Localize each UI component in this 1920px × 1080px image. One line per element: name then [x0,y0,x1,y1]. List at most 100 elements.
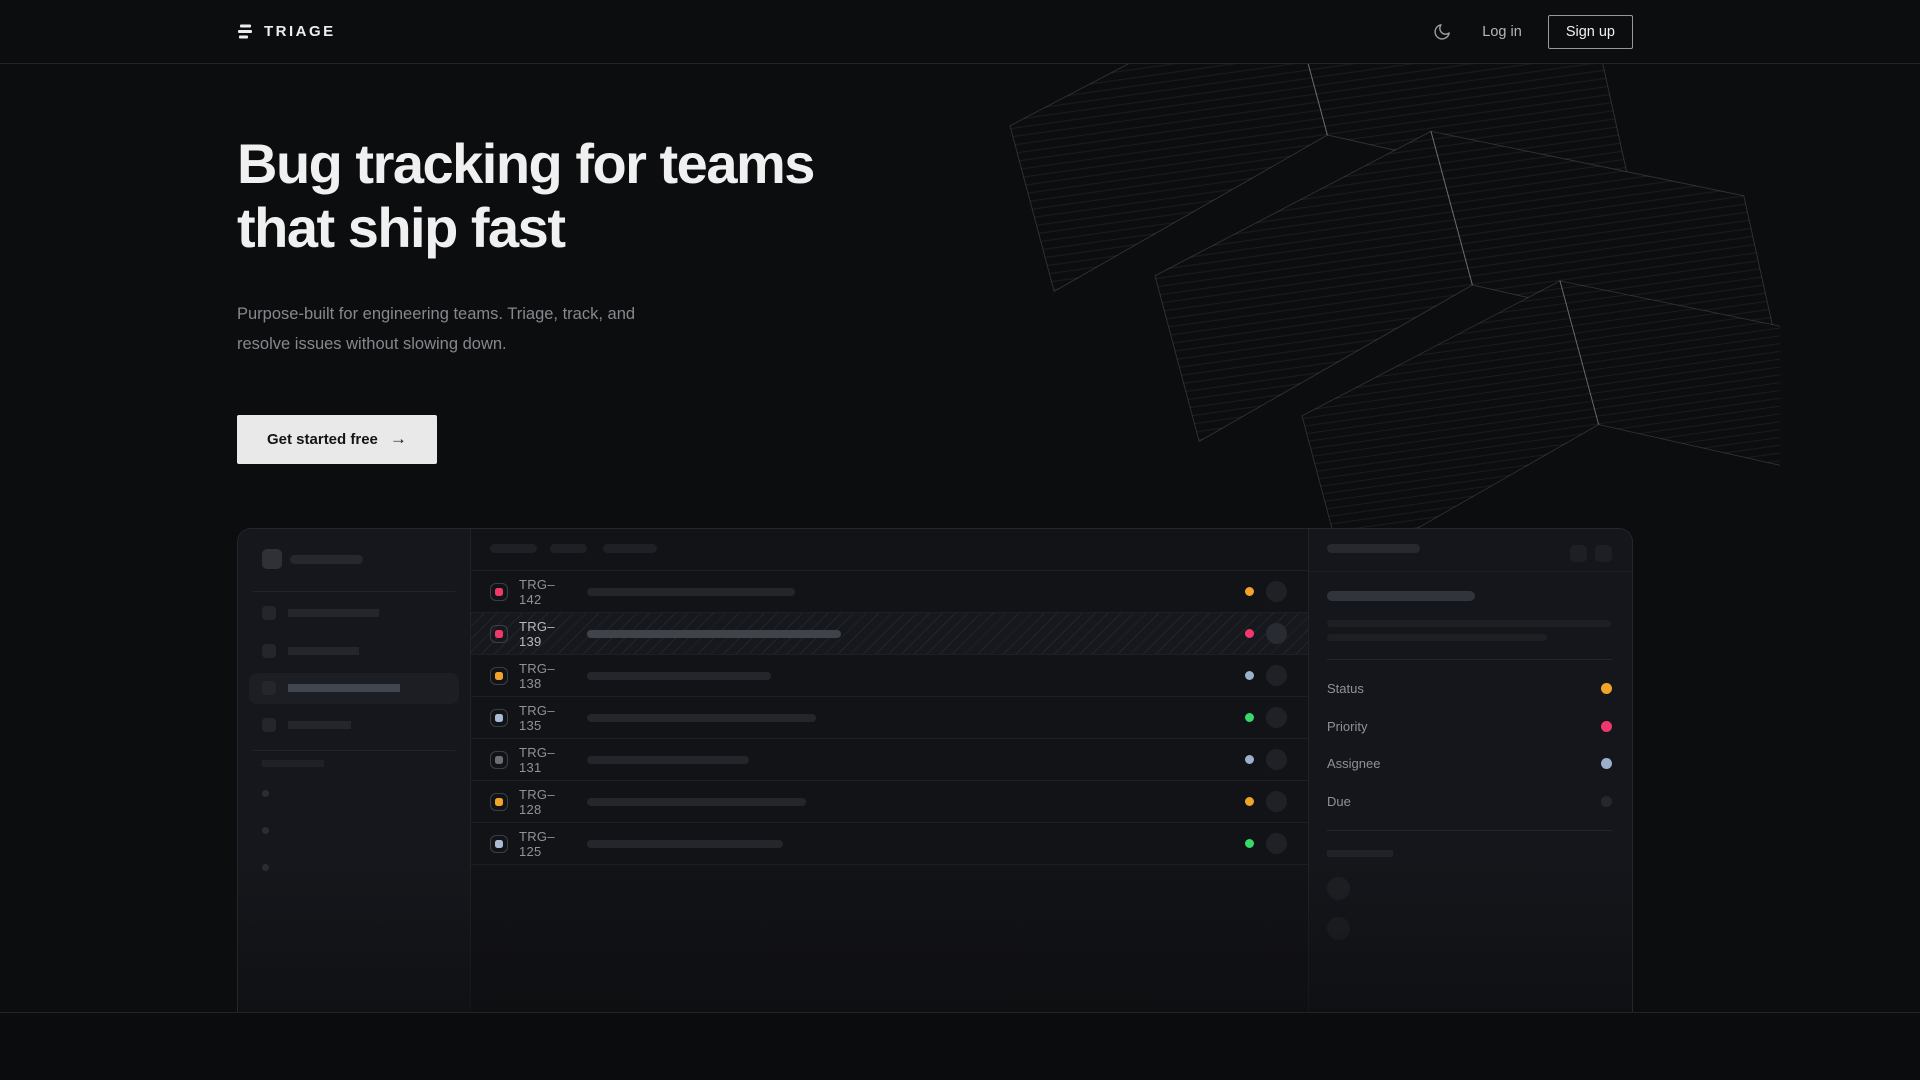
issue-status-dot [1245,713,1254,722]
issue-row[interactable]: TRG–138 [471,655,1308,697]
issue-status-dot [1245,671,1254,680]
issue-row[interactable]: TRG–125 [471,823,1308,865]
mock-sidebar [238,529,471,1012]
detail-description-skeleton [1327,634,1547,641]
issue-id: TRG–128 [519,786,555,817]
issue-id: TRG–125 [519,828,555,859]
assignee-avatar [1266,791,1287,812]
issue-row[interactable]: TRG–139 [471,613,1308,655]
detail-field-row: Status [1327,670,1612,708]
app-preview: TRG–142 TRG–139 TRG–138 TRG–135 TRG–131 … [237,528,1633,1012]
hero-subtitle: Purpose-built for engineering teams. Tri… [237,304,636,353]
arrow-right-icon: → [389,429,407,449]
issue-list: TRG–142 TRG–139 TRG–138 TRG–135 TRG–131 … [471,571,1308,865]
issue-status-dot [1245,839,1254,848]
issue-id: TRG–142 [519,576,555,607]
get-started-button[interactable]: Get started free → [237,414,437,464]
detail-field-row: Due [1327,783,1612,821]
list-tab-skeleton [550,544,587,553]
sidebar-item-icon-skeleton [262,681,276,695]
theme-toggle-button[interactable] [1428,18,1456,46]
assignee-avatar [1266,749,1287,770]
issue-title-skeleton [587,797,806,806]
detail-field-row: Priority [1327,708,1612,746]
field-label: Status [1327,681,1364,697]
workspace-icon-skeleton [262,549,282,569]
list-header [471,529,1308,571]
detail-action-button[interactable] [1570,545,1587,562]
issue-type-icon [490,792,508,811]
list-tab-skeleton [490,544,537,553]
issue-row[interactable]: TRG–131 [471,739,1308,781]
issue-row[interactable]: TRG–135 [471,697,1308,739]
detail-title-skeleton [1327,591,1475,601]
issue-status-dot [1245,629,1254,638]
issue-title-skeleton [587,755,749,764]
workspace-name-skeleton [290,555,363,564]
issue-list-panel: TRG–142 TRG–139 TRG–138 TRG–135 TRG–131 … [471,529,1308,1012]
detail-fields: Status Priority Assignee Due [1327,670,1612,820]
detail-action-button[interactable] [1595,545,1612,562]
sidebar-item-icon-skeleton [262,718,276,732]
detail-header [1309,529,1632,572]
sidebar-active-item-skeleton [288,684,400,692]
detail-field-row: Assignee [1327,745,1612,783]
issue-type-icon [490,582,508,601]
issue-title-skeleton [587,839,783,848]
sidebar-item-skeleton [288,647,359,655]
sidebar-divider [253,591,455,592]
assignee-avatar [1266,581,1287,602]
issue-id: TRG–138 [519,660,555,691]
issue-row[interactable]: TRG–128 [471,781,1308,823]
detail-divider [1327,659,1612,660]
login-link[interactable]: Log in [1482,23,1522,40]
sidebar-dot-skeleton [262,827,269,834]
issue-detail-panel: Status Priority Assignee Due [1308,529,1632,1012]
triage-logo-icon [238,24,252,39]
issue-title-skeleton [587,713,816,722]
field-label: Assignee [1327,756,1381,772]
detail-breadcrumb-skeleton [1327,544,1420,553]
field-value-dot [1601,758,1612,770]
issue-type-icon [490,624,508,643]
sidebar-item-icon-skeleton [262,644,276,658]
issue-type-icon [490,708,508,727]
assignee-avatar [1266,707,1287,728]
issue-row[interactable]: TRG–142 [471,571,1308,613]
issue-status-dot [1245,755,1254,764]
brand-name: TRIAGE [264,23,336,40]
issue-title-skeleton [587,587,795,596]
assignee-avatar [1266,833,1287,854]
comment-avatar-skeleton [1327,917,1350,940]
sidebar-item-icon-skeleton [262,606,276,620]
signup-button[interactable]: Sign up [1547,14,1633,49]
assignee-avatar [1266,623,1287,644]
issue-type-icon [490,834,508,853]
issue-id: TRG–135 [519,702,555,733]
moon-icon [1434,23,1451,40]
sidebar-item-skeleton [288,721,351,729]
sidebar-item-skeleton [288,609,379,617]
top-nav: TRIAGE Log in Sign up [0,0,1920,64]
issue-status-dot [1245,587,1254,596]
footer [0,1014,1920,1080]
comment-avatar-skeleton [1327,877,1350,900]
field-label: Priority [1327,718,1368,734]
sidebar-divider [253,750,455,751]
issue-title-skeleton [587,671,771,680]
field-value-dot [1601,720,1612,732]
issue-id: TRG–131 [519,744,555,775]
detail-description-skeleton [1327,620,1611,627]
issue-id: TRG–139 [519,618,555,649]
sidebar-dot-skeleton [262,790,269,797]
detail-divider [1327,830,1612,831]
sidebar-section-label-skeleton [262,760,324,767]
issue-type-icon [490,666,508,685]
detail-section-label-skeleton [1327,850,1393,857]
field-value-dot [1601,683,1612,695]
brand-link[interactable]: TRIAGE [237,23,336,40]
list-tab-skeleton [603,544,657,553]
issue-status-dot [1245,797,1254,806]
